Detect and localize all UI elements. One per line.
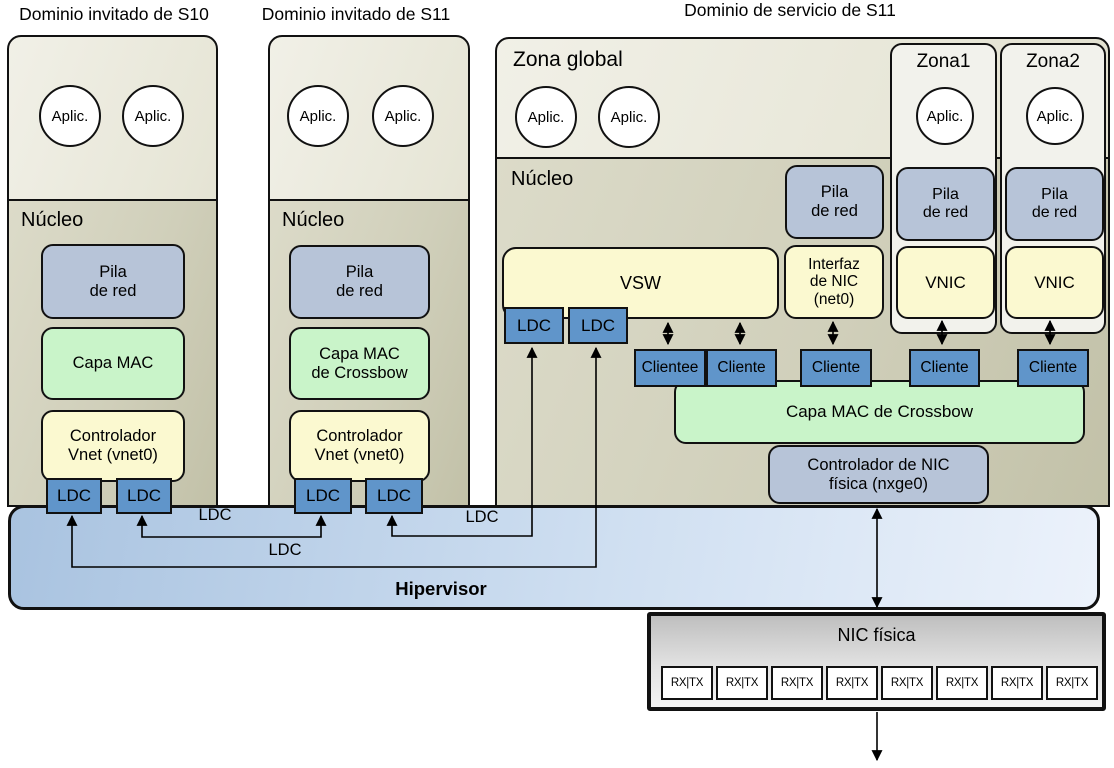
zone-box-zona2: Zona2 Aplic. Pila de red VNIC bbox=[1000, 43, 1106, 334]
app-circle: Aplic. bbox=[39, 85, 101, 147]
rx-tx-queue: RX|TX bbox=[826, 666, 878, 700]
network-stack-box: Pila de red bbox=[1005, 167, 1104, 241]
client-box: Cliente bbox=[800, 349, 872, 387]
app-circle: Aplic. bbox=[916, 87, 974, 145]
network-stack-box: Pila de red bbox=[785, 165, 884, 239]
guest-domain-s11: Aplic. Aplic. Núcleo Pila de red Capa MA… bbox=[268, 35, 470, 514]
kernel-label: Núcleo bbox=[21, 209, 84, 231]
guest-domain-s10-title: Dominio invitado de S10 bbox=[19, 4, 209, 24]
kernel-label: Núcleo bbox=[511, 168, 574, 190]
vnic-box: VNIC bbox=[1005, 246, 1104, 319]
client-box: Cliente bbox=[1017, 349, 1089, 387]
rx-tx-queue: RX|TX bbox=[1046, 666, 1098, 700]
rx-tx-queue: RX|TX bbox=[771, 666, 823, 700]
rx-tx-queue: RX|TX bbox=[716, 666, 768, 700]
client-box: Clientee bbox=[634, 349, 706, 387]
ldc-channel-label: LDC bbox=[198, 506, 232, 524]
rx-tx-queue: RX|TX bbox=[991, 666, 1043, 700]
nic-interface-box: Interfaz de NIC (net0) bbox=[784, 245, 884, 319]
ldc-box: LDC bbox=[365, 478, 423, 514]
app-circle: Aplic. bbox=[122, 85, 184, 147]
mac-layer-box: Capa MAC bbox=[41, 327, 185, 400]
network-stack-box: Pila de red bbox=[896, 167, 995, 241]
rx-tx-queue: RX|TX bbox=[881, 666, 933, 700]
network-stack-box: Pila de red bbox=[41, 244, 185, 319]
app-circle: Aplic. bbox=[1026, 87, 1084, 145]
rx-tx-queue: RX|TX bbox=[936, 666, 988, 700]
vnet-driver-box: Controlador Vnet (vnet0) bbox=[289, 410, 430, 482]
rx-tx-queue: RX|TX bbox=[661, 666, 713, 700]
zone-name: Zona2 bbox=[1026, 51, 1080, 72]
app-circle: Aplic. bbox=[598, 86, 660, 148]
hypervisor-label: Hipervisor bbox=[395, 578, 487, 599]
kernel-label: Núcleo bbox=[282, 209, 345, 231]
physical-nic-label: NIC física bbox=[837, 625, 916, 645]
mac-layer-box: Capa MAC de Crossbow bbox=[289, 327, 430, 400]
app-circle: Aplic. bbox=[372, 85, 434, 147]
global-zone-label: Zona global bbox=[513, 48, 623, 71]
ldc-box: LDC bbox=[294, 478, 352, 514]
service-domain: Zona global Aplic. Aplic. Núcleo VSW LDC… bbox=[495, 37, 1110, 507]
app-circle: Aplic. bbox=[515, 86, 577, 148]
client-box: Cliente bbox=[706, 349, 777, 387]
ldc-box: LDC bbox=[116, 478, 172, 514]
hypervisor-box: Hipervisor bbox=[8, 505, 1100, 610]
ldc-box: LDC bbox=[504, 307, 564, 344]
client-box: Cliente bbox=[909, 349, 980, 387]
service-domain-title: Dominio de servicio de S11 bbox=[684, 0, 896, 20]
physical-nic-box: NIC física RX|TX RX|TX RX|TX RX|TX RX|TX… bbox=[647, 612, 1106, 711]
zone-box-zona1: Zona1 Aplic. Pila de red VNIC bbox=[890, 43, 997, 334]
ldc-channel-label: LDC bbox=[268, 541, 302, 559]
guest-domain-s10: Aplic. Aplic. Núcleo Pila de red Capa MA… bbox=[7, 35, 218, 514]
ldc-box: LDC bbox=[46, 478, 102, 514]
guest-domain-s11-title: Dominio invitado de S11 bbox=[261, 4, 451, 24]
crossbow-mac-box: Capa MAC de Crossbow bbox=[674, 380, 1085, 444]
physical-nic-driver-box: Controlador de NIC física (nxge0) bbox=[768, 445, 989, 504]
zone-name: Zona1 bbox=[916, 51, 971, 72]
ldc-box: LDC bbox=[568, 307, 628, 344]
vnet-driver-box: Controlador Vnet (vnet0) bbox=[41, 410, 185, 482]
network-stack-box: Pila de red bbox=[289, 245, 430, 319]
ldc-channel-label: LDC bbox=[465, 508, 499, 526]
vnic-box: VNIC bbox=[896, 246, 995, 319]
app-circle: Aplic. bbox=[287, 85, 349, 147]
